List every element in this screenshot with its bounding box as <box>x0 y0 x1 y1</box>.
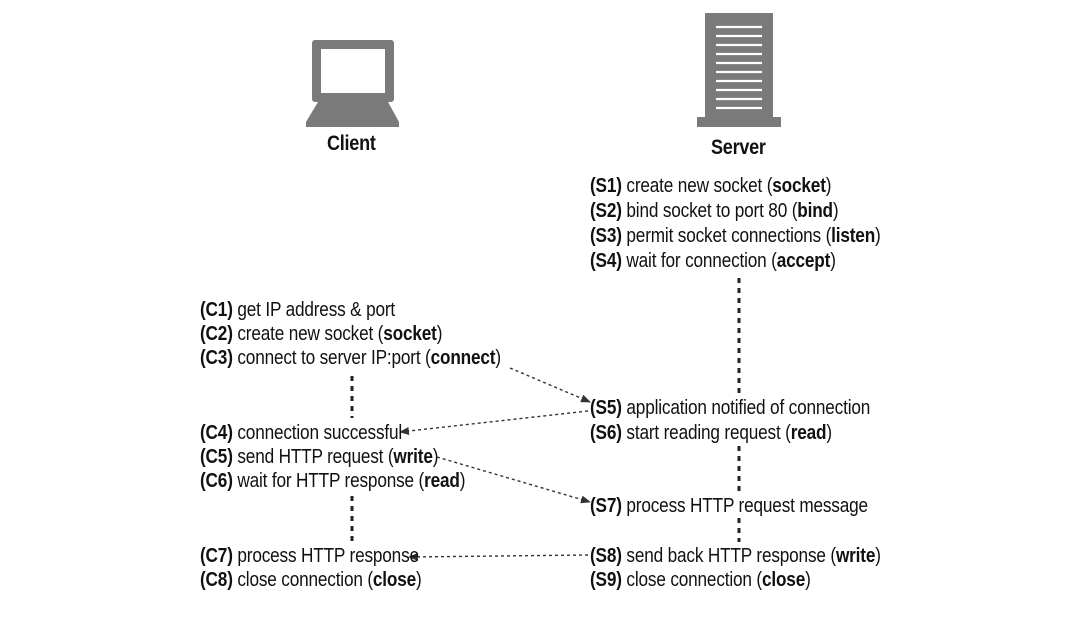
step-code: (S6) <box>590 422 622 444</box>
step-call: close <box>761 569 806 591</box>
client-label: Client <box>327 132 376 155</box>
step-text: create new socket ( <box>626 175 773 197</box>
step-text: process HTTP request message <box>626 495 868 517</box>
step-call: close <box>372 569 417 591</box>
server-step-s7: (S7) process HTTP request message <box>590 494 868 518</box>
step-code: (C6) <box>200 470 233 492</box>
step-post: ) <box>436 323 443 345</box>
server-step-s1: (S1) create new socket (socket) <box>590 174 831 198</box>
step-code: (S7) <box>590 495 622 517</box>
step-code: (C5) <box>200 446 233 468</box>
step-text: close connection ( <box>626 569 762 591</box>
step-post: ) <box>825 175 832 197</box>
step-text: permit socket connections ( <box>626 225 832 247</box>
step-call: read <box>424 470 460 492</box>
step-post: ) <box>459 470 466 492</box>
step-text: wait for HTTP response ( <box>237 470 425 492</box>
step-text: create new socket ( <box>237 323 384 345</box>
server-tower-icon <box>697 13 781 127</box>
step-post: ) <box>805 569 811 591</box>
step-code: (C7) <box>200 545 233 567</box>
server-step-s3: (S3) permit socket connections (listen) <box>590 224 881 248</box>
step-text: send HTTP request ( <box>237 446 394 468</box>
step-text: application notified of connection <box>626 397 871 419</box>
step-text: process HTTP response <box>237 545 419 567</box>
step-call: connect <box>430 347 496 369</box>
step-call: socket <box>383 323 437 345</box>
client-step-c3: (C3) connect to server IP:port (connect) <box>200 346 501 370</box>
step-text: send back HTTP response ( <box>626 545 836 567</box>
step-text: bind socket to port 80 ( <box>626 200 798 222</box>
arrow-connection-ack <box>399 410 589 435</box>
server-step-s8: (S8) send back HTTP response (write) <box>590 544 881 568</box>
computer-monitor-icon <box>306 40 399 127</box>
step-post: ) <box>830 250 836 272</box>
step-text: connection successful <box>237 422 403 444</box>
step-post: ) <box>826 422 832 444</box>
step-code: (S8) <box>590 545 622 567</box>
client-step-c8: (C8) close connection (close) <box>200 568 422 592</box>
step-call: listen <box>831 225 876 247</box>
step-code: (C4) <box>200 422 233 444</box>
server-step-s5: (S5) application notified of connection <box>590 396 870 420</box>
step-post: ) <box>432 446 439 468</box>
step-code: (S4) <box>590 250 622 272</box>
step-text: close connection ( <box>237 569 373 591</box>
server-step-s2: (S2) bind socket to port 80 (bind) <box>590 199 839 223</box>
server-step-s9: (S9) close connection (close) <box>590 568 811 592</box>
step-post: ) <box>875 545 881 567</box>
step-call: read <box>790 422 827 444</box>
step-code: (C3) <box>200 347 233 369</box>
step-call: write <box>835 545 876 567</box>
client-step-c7: (C7) process HTTP response <box>200 544 419 568</box>
step-code: (S2) <box>590 200 622 222</box>
step-code: (C1) <box>200 299 233 321</box>
step-post: ) <box>495 347 501 369</box>
server-step-s6: (S6) start reading request (read) <box>590 421 832 445</box>
client-step-c1: (C1) get IP address & port <box>200 298 395 322</box>
step-call: accept <box>776 250 831 272</box>
arrow-http-request <box>436 456 591 504</box>
step-post: ) <box>875 225 881 247</box>
step-post: ) <box>832 200 839 222</box>
step-text: get IP address & port <box>237 299 396 321</box>
client-step-c2: (C2) create new socket (socket) <box>200 322 442 346</box>
step-call: write <box>393 446 433 468</box>
step-text: start reading request ( <box>626 422 791 444</box>
step-call: bind <box>797 200 833 222</box>
server-step-s4: (S4) wait for connection (accept) <box>590 249 836 273</box>
client-step-c4: (C4) connection successful <box>200 421 402 445</box>
step-text: connect to server IP:port ( <box>237 347 431 369</box>
step-code: (S9) <box>590 569 622 591</box>
step-code: (S5) <box>590 397 622 419</box>
step-code: (S1) <box>590 175 622 197</box>
server-label: Server <box>711 136 766 159</box>
step-code: (C2) <box>200 323 233 345</box>
step-code: (C8) <box>200 569 233 591</box>
arrow-connect <box>509 367 591 403</box>
step-call: socket <box>772 175 826 197</box>
client-step-c6: (C6) wait for HTTP response (read) <box>200 469 465 493</box>
arrow-http-response <box>408 552 589 561</box>
step-code: (S3) <box>590 225 622 247</box>
step-post: ) <box>416 569 422 591</box>
client-step-c5: (C5) send HTTP request (write) <box>200 445 438 469</box>
step-text: wait for connection ( <box>626 250 777 272</box>
